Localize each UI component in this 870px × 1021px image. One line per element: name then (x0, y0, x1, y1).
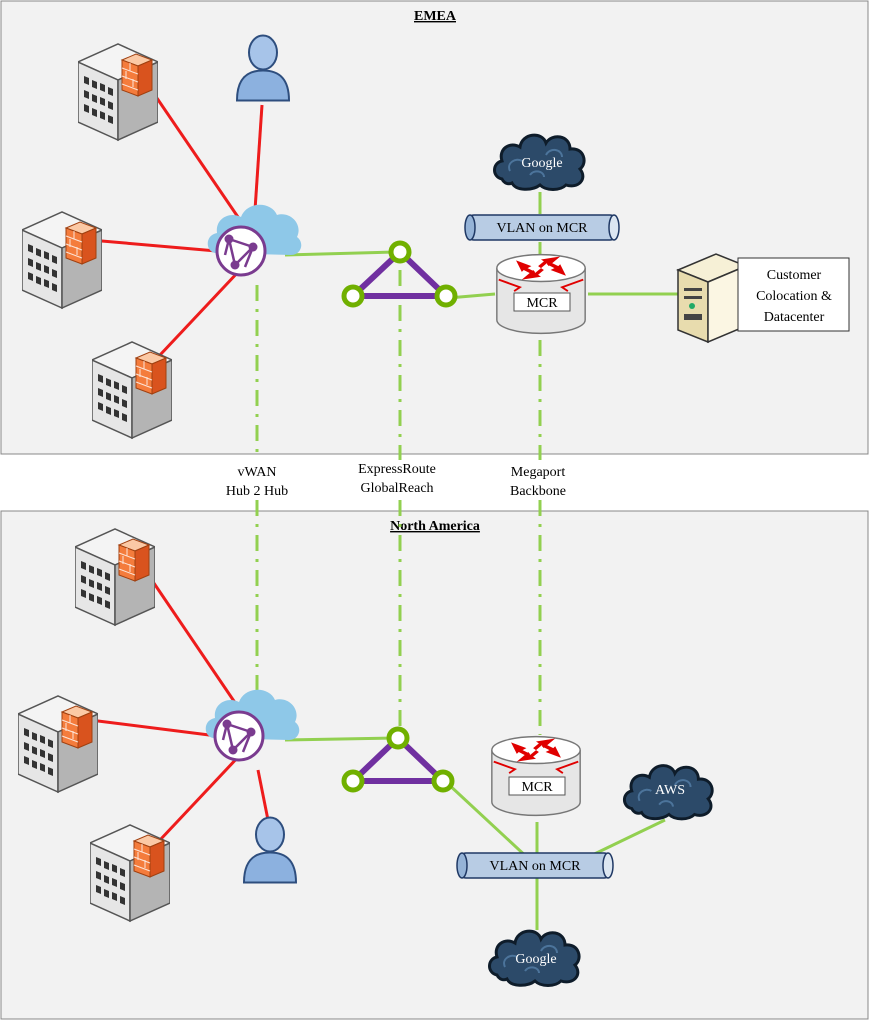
vwan-label-line1: vWAN (238, 465, 277, 480)
expressroute-label-line2: GlobalReach (360, 481, 433, 496)
vwan-label-line2: Hub 2 Hub (226, 484, 288, 499)
building-firewall-icon (18, 695, 98, 793)
vlan-pipe-icon (456, 852, 614, 879)
building-firewall-icon (22, 211, 102, 309)
aws-label: AWS (655, 783, 685, 798)
customer-label-line3: Datacenter (764, 310, 825, 325)
megaport-label-line2: Backbone (510, 484, 566, 499)
expressroute-label-line1: ExpressRoute (358, 462, 436, 477)
mcr-label: MCR (526, 296, 558, 311)
region-title-emea: EMEA (414, 9, 457, 24)
building-firewall-icon (75, 528, 155, 626)
globalreach-triangle-icon (341, 240, 458, 308)
building-firewall-icon (90, 824, 170, 922)
mcr-label: MCR (521, 780, 553, 795)
google-label: Google (515, 952, 556, 967)
customer-label-line1: Customer (767, 268, 822, 283)
building-firewall-icon (92, 341, 172, 439)
google-label: Google (521, 156, 562, 171)
megaport-label-line1: Megaport (511, 465, 566, 480)
customer-label-line2: Colocation & (756, 289, 832, 304)
building-firewall-icon (78, 43, 158, 141)
customer-label-box (737, 257, 850, 332)
vlan-pipe-icon (464, 214, 620, 241)
globalreach-triangle-icon (341, 726, 455, 793)
vlan-label: VLAN on MCR (496, 221, 588, 236)
server-icon (677, 253, 747, 343)
vlan-label: VLAN on MCR (489, 859, 581, 874)
router-icon (490, 735, 582, 817)
region-title-north-america: North America (390, 519, 480, 534)
